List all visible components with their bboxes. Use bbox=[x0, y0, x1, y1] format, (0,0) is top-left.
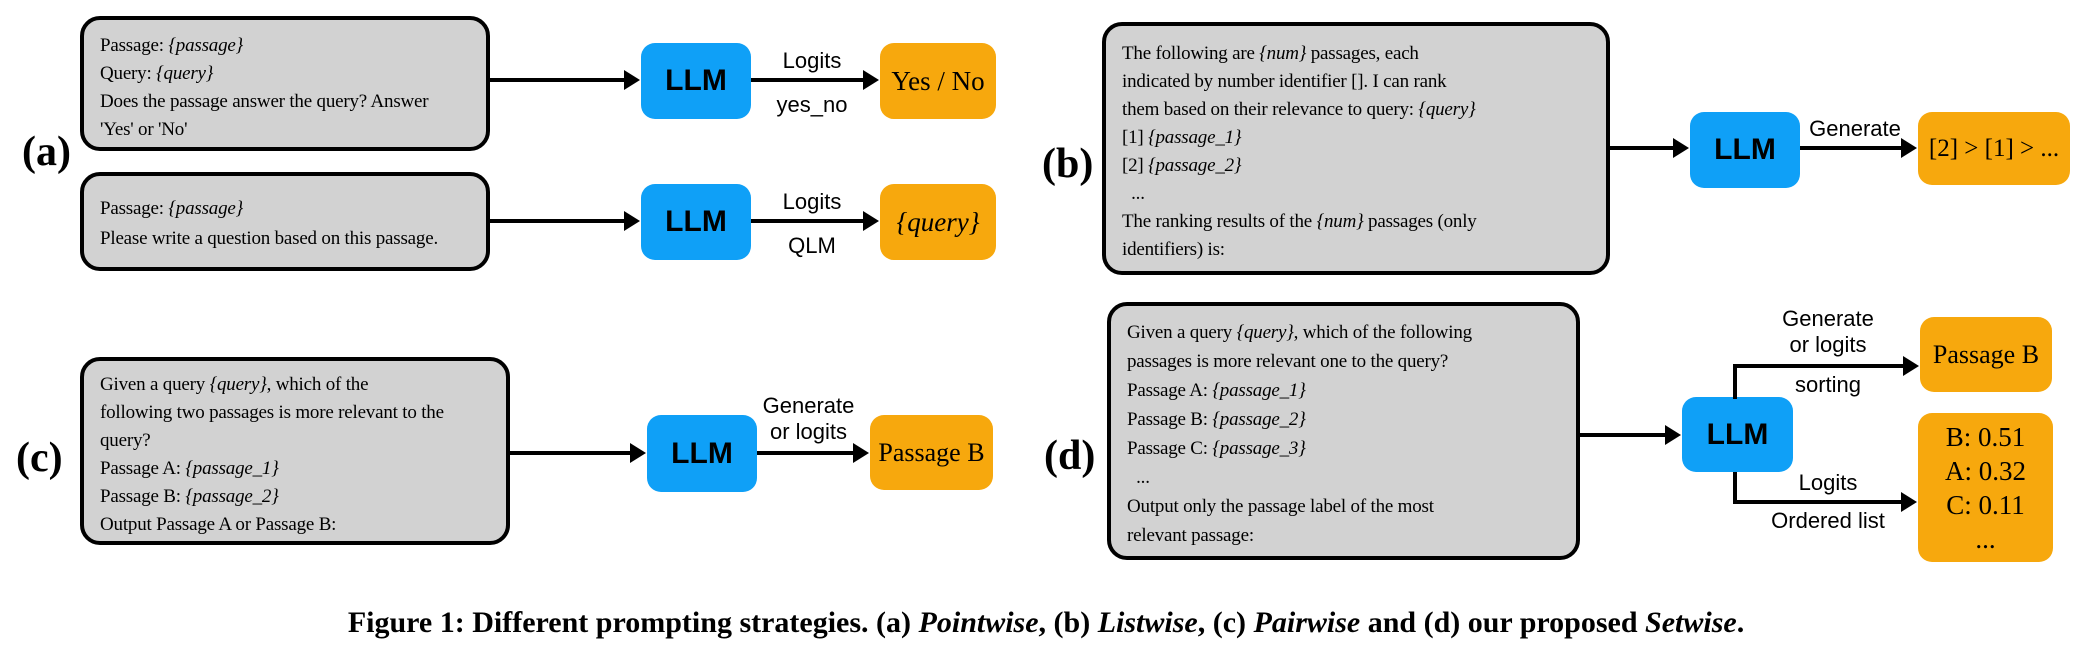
llm-box-b: LLM bbox=[1690, 112, 1800, 188]
pointwise-prompt-box-2: Passage: {passage}Please write a questio… bbox=[80, 172, 490, 271]
arrow-llm-to-output-a1 bbox=[751, 70, 879, 90]
branch-bottom-vertical-line-d bbox=[1733, 472, 1737, 504]
output-box-passage-b-d: Passage B bbox=[1920, 317, 2052, 392]
arrow-label-ordered-list-d: Ordered list bbox=[1771, 508, 1885, 533]
arrow-label-yesno-a1: yes_no bbox=[776, 92, 848, 117]
arrow-llm-to-output-c bbox=[757, 443, 869, 463]
arrow-prompt-to-llm-b bbox=[1610, 138, 1689, 158]
panel-d-label: (d) bbox=[1044, 433, 1096, 479]
arrow-branch-top-d bbox=[1733, 356, 1919, 376]
output-box-ranking: [2] > [1] > ... bbox=[1918, 112, 2070, 185]
llm-box-c: LLM bbox=[647, 415, 757, 492]
arrow-label-logits-a1: Logits bbox=[782, 48, 842, 73]
output-box-query: {query} bbox=[880, 184, 996, 260]
arrow-label-logits-d: Logits bbox=[1798, 470, 1858, 495]
arrow-prompt-to-llm-d bbox=[1580, 425, 1681, 445]
output-box-yes-no: Yes / No bbox=[880, 43, 996, 119]
panel-a-label: (a) bbox=[22, 129, 71, 175]
llm-box-a1: LLM bbox=[641, 43, 751, 119]
llm-box-d: LLM bbox=[1682, 397, 1793, 472]
llm-box-a2: LLM bbox=[641, 184, 751, 260]
panel-c-label: (c) bbox=[16, 435, 63, 481]
arrow-llm-to-output-b bbox=[1800, 138, 1917, 158]
arrow-prompt-to-llm-c bbox=[510, 443, 646, 463]
arrow-label-logits-a2: Logits bbox=[782, 189, 842, 214]
arrow-label-qlm-a2: QLM bbox=[788, 233, 836, 258]
pointwise-prompt-box-1: Passage: {passage}Query: {query}Does the… bbox=[80, 16, 490, 151]
figure-caption: Figure 1: Different prompting strategies… bbox=[347, 606, 1745, 639]
arrow-llm-to-output-a2 bbox=[751, 211, 879, 231]
branch-top-vertical-line-d bbox=[1733, 366, 1737, 399]
arrow-prompt-to-llm-a2 bbox=[490, 211, 640, 231]
output-box-passage-b-c: Passage B bbox=[870, 415, 993, 490]
arrow-label-generate-b: Generate bbox=[1809, 116, 1901, 141]
arrow-branch-bottom-d bbox=[1733, 492, 1917, 512]
arrow-prompt-to-llm-a1 bbox=[490, 70, 640, 90]
arrow-label-sorting-d: sorting bbox=[1794, 372, 1862, 397]
panel-b-label: (b) bbox=[1042, 141, 1094, 187]
setwise-prompt-box: Given a query {query}, which of the foll… bbox=[1107, 302, 1580, 560]
